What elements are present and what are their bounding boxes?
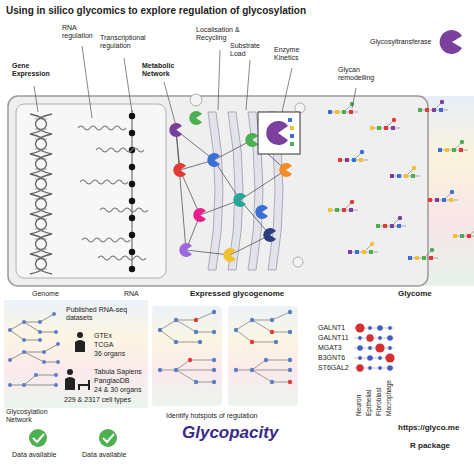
glycans (328, 100, 474, 260)
label: GTEx (94, 332, 112, 340)
hotspot-nodes (158, 310, 292, 384)
label: Localisation & Recycling (196, 26, 248, 41)
title: Using in silico glycomics to explore reg… (6, 5, 306, 16)
label: https://glyco.me (398, 424, 459, 433)
label: Enzyme Kinetics (274, 46, 314, 61)
panel-ground (4, 300, 148, 408)
check-marks (29, 429, 117, 447)
cell-membrane (8, 96, 428, 286)
label: Data available (82, 451, 126, 459)
label: Gene Expression (12, 62, 56, 77)
person-icons (65, 332, 90, 390)
label: GALNT1 (318, 324, 345, 332)
legend-text: Glycosyltransferase (370, 38, 431, 46)
enzymes (169, 111, 292, 262)
label: PanglaoDB (94, 377, 129, 385)
leader-lines (34, 46, 356, 126)
label: Transcriptional regulation (100, 34, 152, 49)
label: GALNT11 (318, 334, 349, 342)
inset-sugars (288, 118, 294, 146)
hotspot-panel (228, 306, 298, 406)
label: Glycan remodelling (338, 66, 384, 81)
label: Data available (12, 451, 56, 459)
vesicles (190, 94, 305, 267)
label: Macrophage (385, 380, 392, 416)
label: 36 organs (94, 350, 125, 358)
nucleus (16, 104, 166, 278)
glycosylation-network (10, 314, 58, 385)
label: Tabula Sapiens (94, 368, 142, 376)
glycosyltransferase-icon (440, 30, 462, 54)
label: Glycopacity (182, 424, 278, 443)
label: Published RNA-seq datasets (66, 306, 144, 321)
label: RNA (124, 290, 139, 298)
network-nodes (8, 312, 60, 387)
label: Fibroblast (375, 387, 382, 416)
label: R package (410, 442, 450, 451)
label: B3GNT6 (318, 354, 345, 362)
label: Glycosylation Network (6, 408, 72, 423)
rna-strands (78, 126, 148, 260)
label: MGAT3 (318, 344, 342, 352)
dotplot-grid (354, 328, 394, 368)
label: RNA regulation (62, 24, 102, 39)
label: Expressed glycogenome (190, 290, 284, 299)
label: TCGA (94, 341, 113, 349)
kinetics-inset (258, 112, 300, 154)
label: Metabolic Network (142, 62, 186, 77)
label: Identify hotspots of regulation (166, 412, 257, 420)
dna-helix (30, 114, 52, 274)
hotspot-panel (152, 306, 222, 406)
hotspot-networks (160, 312, 290, 382)
label: Glycome (398, 290, 432, 299)
dotplot (355, 323, 394, 371)
label: Neuron (355, 395, 362, 416)
inset-enzyme (266, 121, 288, 145)
label: Substrate Load (230, 42, 268, 57)
label: Genome (32, 290, 59, 298)
label: ST6GAL2 (318, 364, 349, 372)
label: 24 & 30 organs (94, 386, 141, 394)
label: 229 & 2317 cell types (64, 396, 131, 404)
transcription-factors (129, 113, 135, 272)
label: Epithelial (365, 390, 372, 416)
